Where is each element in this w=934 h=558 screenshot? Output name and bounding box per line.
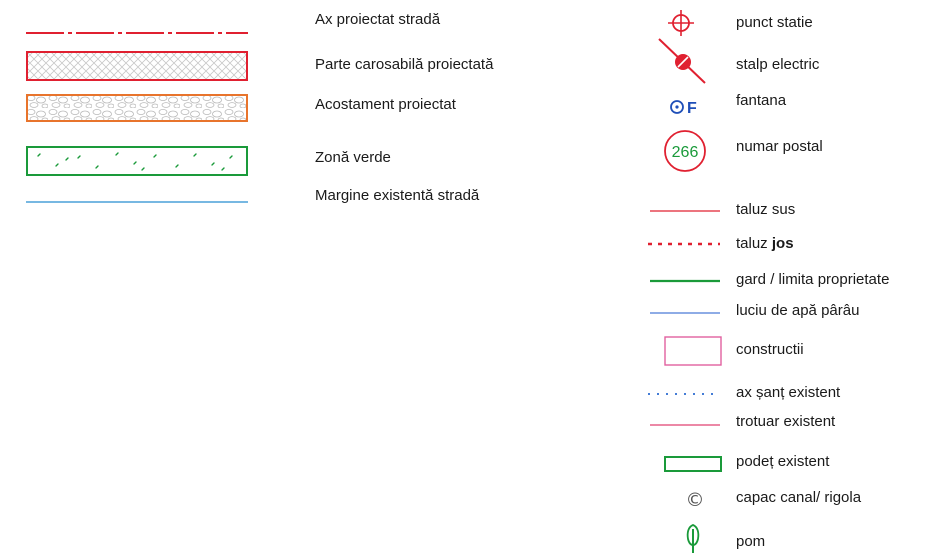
constructii-rect-symbol xyxy=(664,336,722,366)
constructii-label: constructii xyxy=(736,341,804,358)
margine-existenta-label: Margine existentă stradă xyxy=(315,187,480,204)
trotuar-line-symbol xyxy=(650,424,720,426)
postal-number-icon: 266 xyxy=(663,129,707,173)
well-icon: F xyxy=(668,94,708,118)
numar-postal-label: numar postal xyxy=(736,138,823,155)
well-glyph: F xyxy=(687,100,697,117)
margine-existenta-line-symbol xyxy=(26,201,248,203)
taluz-sus-label: taluz sus xyxy=(736,201,796,218)
taluz-jos-label: taluz jos xyxy=(736,235,794,253)
taluz-sus-line-symbol xyxy=(650,210,720,212)
parte-carosabila-hatch-symbol xyxy=(26,51,248,81)
fantana-label: fantana xyxy=(736,92,787,109)
ax-proiectat-line-symbol xyxy=(26,32,248,34)
crosshair-circle-icon xyxy=(668,10,694,36)
ax-proiectat-label: Ax proiectat stradă xyxy=(315,11,441,28)
ax-sant-label: ax șanț existent xyxy=(736,384,841,401)
taluz-jos-line-symbol xyxy=(648,242,720,246)
pom-label: pom xyxy=(736,533,766,550)
capac-canal-label: capac canal/ rigola xyxy=(736,489,862,506)
copyright-circle-icon: © xyxy=(684,488,706,511)
gard-label: gard / limita proprietate xyxy=(736,271,890,288)
taluz-jos-label-bold: jos xyxy=(771,235,794,252)
zona-verde-label: Zonă verde xyxy=(315,149,391,166)
capac-canal-glyph: © xyxy=(686,489,705,511)
zona-verde-symbol xyxy=(26,146,248,176)
parte-carosabila-label: Parte carosabilă proiectată xyxy=(315,56,494,73)
ax-sant-line-symbol xyxy=(648,393,720,395)
acostament-gravel-symbol xyxy=(26,94,248,122)
trotuar-label: trotuar existent xyxy=(736,413,836,430)
podet-label: podeț existent xyxy=(736,453,830,470)
acostament-label: Acostament proiectat xyxy=(315,96,456,113)
gard-line-symbol xyxy=(650,279,720,283)
electric-pole-icon xyxy=(658,38,706,84)
tree-icon xyxy=(686,524,700,553)
stalp-electric-label: stalp electric xyxy=(736,56,820,73)
luciu-apa-line-symbol xyxy=(650,312,720,314)
punct-statie-label: punct statie xyxy=(736,14,813,31)
luciu-apa-label: luciu de apă pârâu xyxy=(736,302,860,319)
postal-number-value: 266 xyxy=(672,144,699,161)
podet-rect-symbol xyxy=(664,456,722,472)
taluz-jos-label-prefix: taluz xyxy=(736,235,772,252)
